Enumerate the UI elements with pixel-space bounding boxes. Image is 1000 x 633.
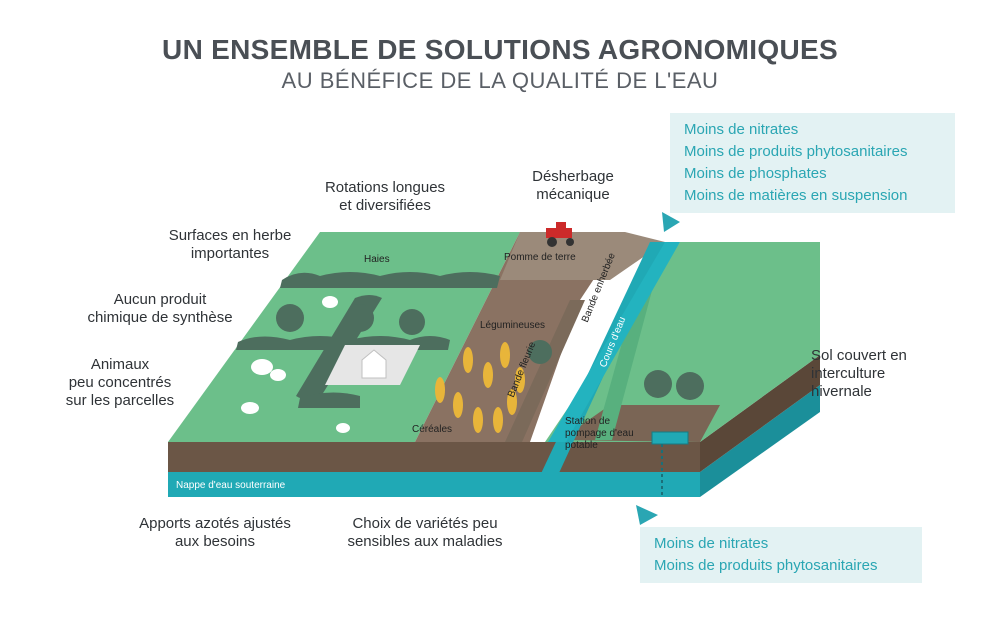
benefit-item: Moins de produits phytosanitaires [654, 557, 878, 574]
legumes-label: Légumineuses [480, 320, 546, 331]
flower-strip [505, 300, 585, 442]
callout-arrow-top [662, 212, 680, 232]
sheep [322, 296, 338, 308]
benefits-top-callout: Moins de nitrates Moins de produits phyt… [670, 113, 955, 213]
grass-surfaces-label: Surfaces en herbe importantes [168, 227, 292, 262]
groundwater-front [168, 472, 700, 497]
benefit-item: Moins de produits phytosanitaires [684, 143, 908, 160]
hedge-top [280, 272, 500, 288]
potato-patch [500, 232, 665, 280]
benefits-bottom-callout: Moins de nitrates Moins de produits phyt… [640, 527, 922, 583]
pump-station-icon [651, 431, 689, 445]
hedge-lower [298, 392, 360, 408]
farmhouse [361, 349, 387, 379]
tree [676, 372, 704, 400]
mechanical-weeding-label: Désherbage mécanique [532, 168, 614, 203]
sheep [336, 423, 350, 433]
river-top [548, 242, 680, 442]
soil-cover-label: Sol couvert en interculture hivernale [811, 347, 907, 400]
callout-arrow-bottom [636, 505, 658, 525]
sheep [270, 369, 286, 381]
tree [346, 304, 374, 332]
tree [399, 309, 425, 335]
cereals-label: Céréales [412, 424, 453, 435]
tree [644, 370, 672, 398]
groundwater-label: Nappe d'eau souterraine [176, 480, 286, 491]
groundwater-side [700, 385, 820, 497]
benefit-item: Moins de nitrates [654, 535, 769, 552]
sheep [241, 402, 259, 414]
tree [276, 304, 304, 332]
tree [528, 340, 552, 364]
soil-side [700, 355, 820, 472]
diagram-subtitle: AU BÉNÉFICE DE LA QUALITÉ DE L'EAU [281, 68, 719, 93]
diagram-title: UN ENSEMBLE DE SOLUTIONS AGRONOMIQUES [162, 34, 838, 65]
animals-label: Animaux peu concentrés sur les parcelles [65, 356, 175, 409]
tractor-icon [546, 222, 574, 247]
rotations-label: Rotations longues et diversifiées [324, 179, 446, 214]
wheat-crops [435, 342, 525, 433]
potato-label: Pomme de terre [504, 252, 576, 263]
benefit-item: Moins de matières en suspension [684, 187, 908, 204]
benefit-item: Moins de phosphates [684, 165, 827, 182]
sheep [251, 359, 273, 375]
nitrogen-label: Apports azotés ajustés aux besoins [139, 515, 291, 550]
pump-station-label: Station de pompage d'eau potable [565, 416, 634, 451]
crop-field [415, 232, 625, 442]
benefit-item: Moins de nitrates [684, 121, 799, 138]
hedges-label: Haies [364, 254, 390, 265]
no-chemical-label: Aucun produit chimique de synthèse [87, 291, 233, 326]
varieties-label: Choix de variétés peu sensibles aux mala… [347, 515, 503, 550]
